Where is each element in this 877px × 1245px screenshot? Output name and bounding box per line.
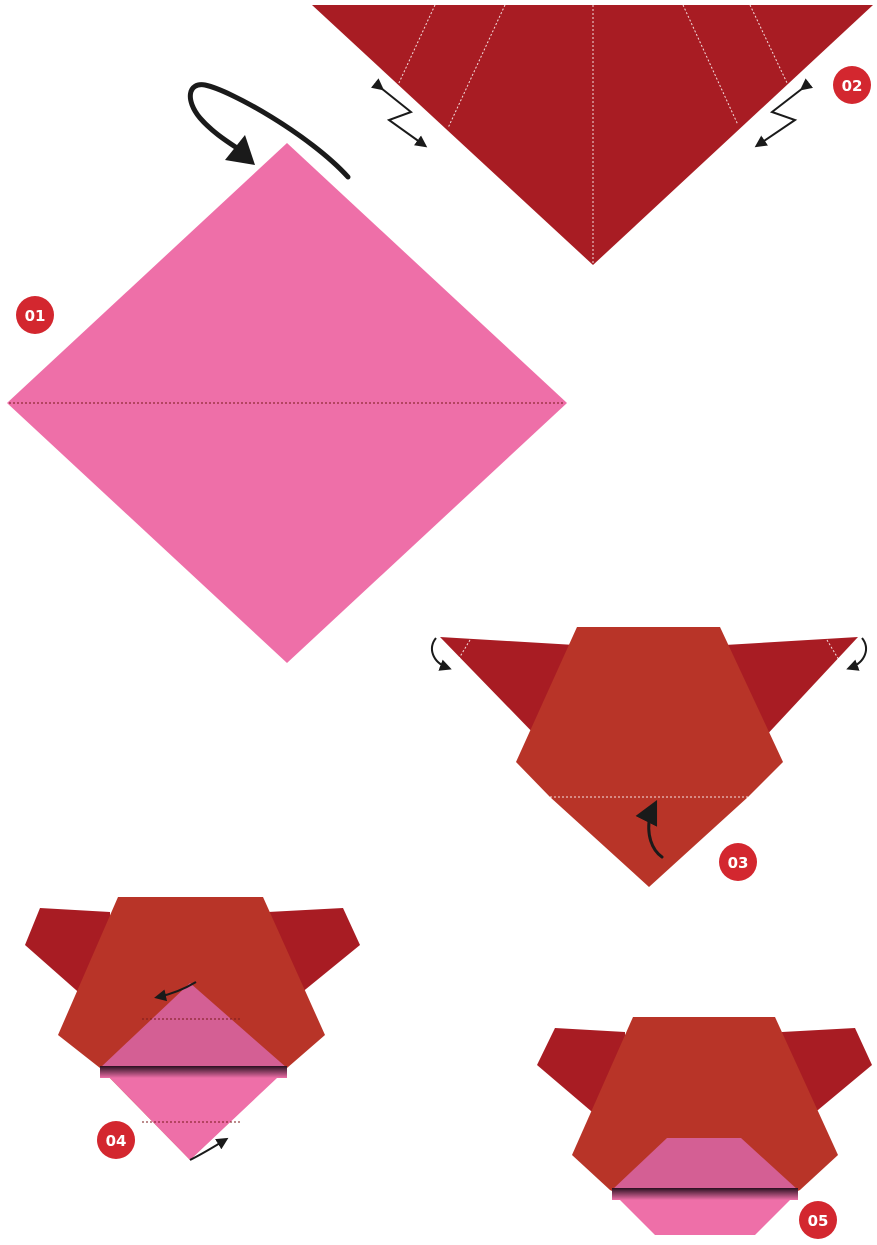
step-number: 02 [842, 77, 863, 95]
step-number: 05 [808, 1212, 829, 1230]
step-02-figure [312, 5, 873, 265]
snout-fold-shadow [100, 1066, 287, 1078]
pink-snout-lower [620, 1200, 790, 1235]
step-badge-04: 04 [97, 1121, 135, 1159]
step-03-figure [432, 627, 866, 887]
pink-snout-lower [110, 1078, 277, 1160]
step-badge-02: 02 [833, 66, 871, 104]
step-number: 01 [25, 307, 46, 325]
snout-fold-shadow [612, 1188, 798, 1200]
step-badge-05: 05 [799, 1201, 837, 1239]
step-04-figure [25, 897, 360, 1160]
step-01-figure [7, 85, 567, 663]
step-number: 04 [106, 1132, 127, 1150]
step-badge-03: 03 [719, 843, 757, 881]
step-number: 03 [728, 854, 749, 872]
step-badge-01: 01 [16, 296, 54, 334]
